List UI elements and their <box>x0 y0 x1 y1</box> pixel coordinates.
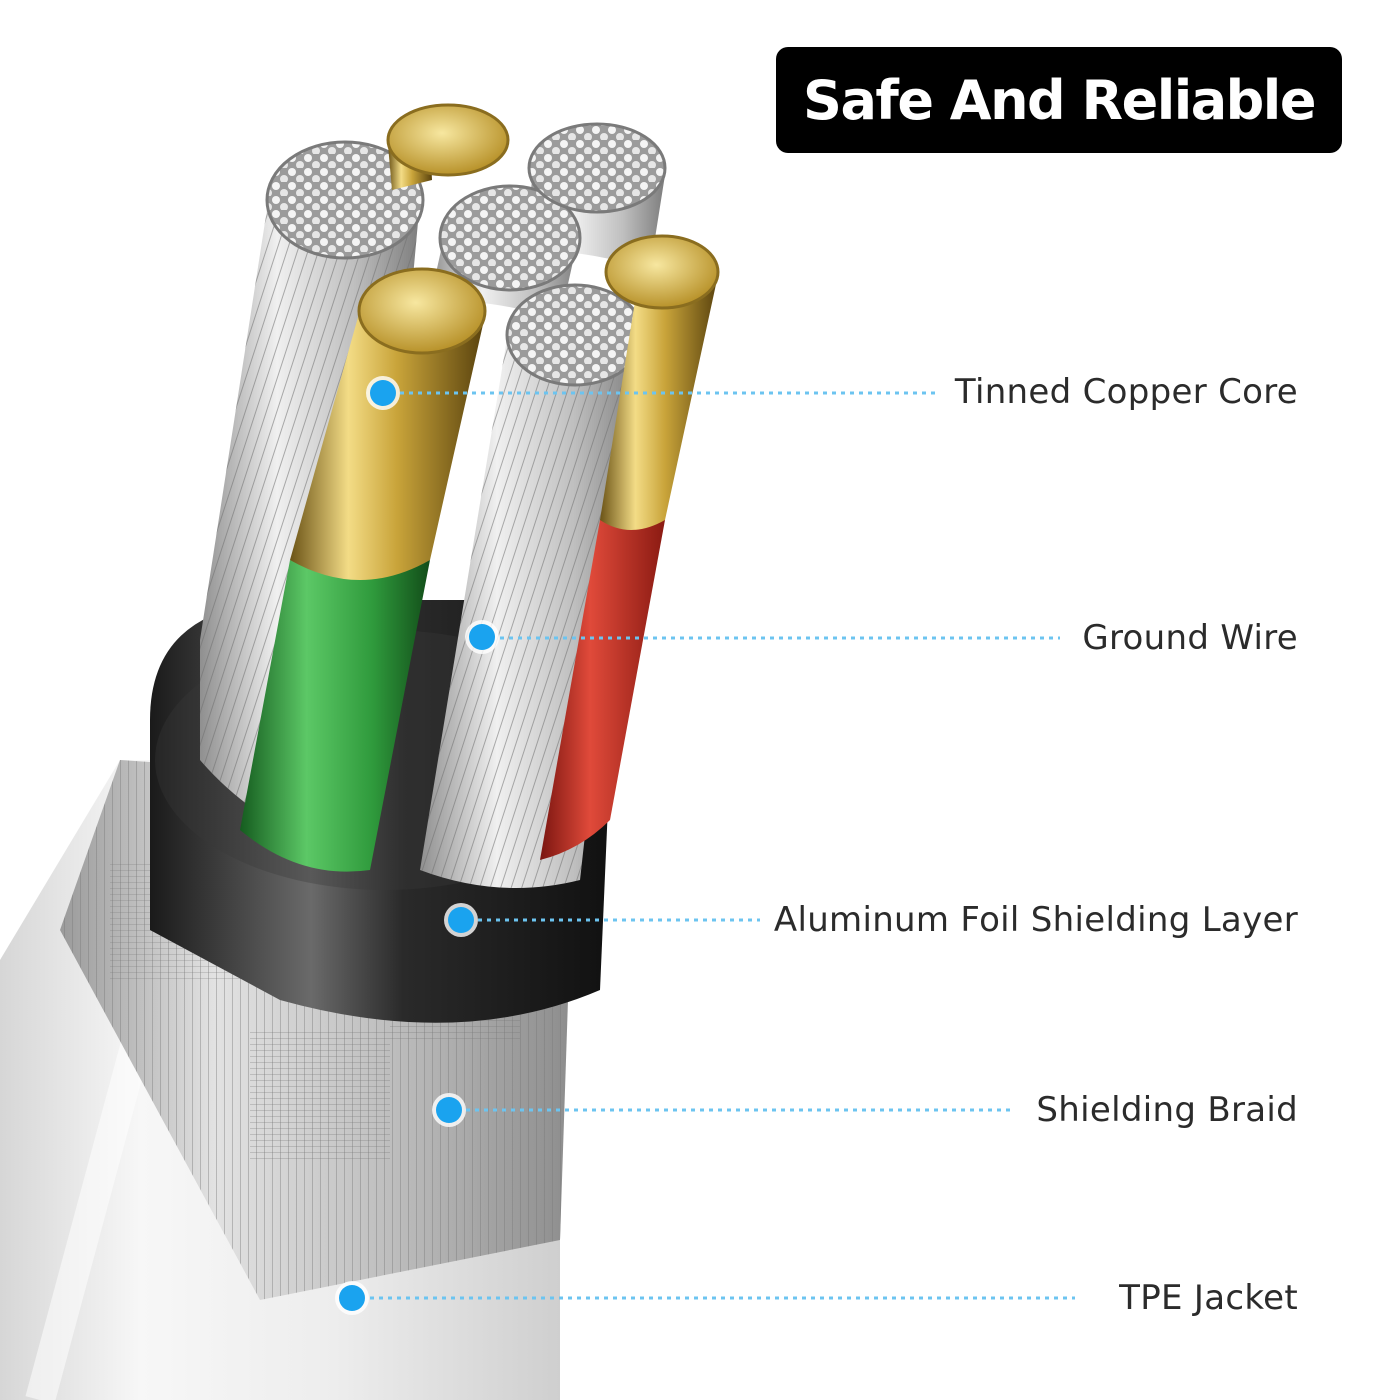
callout-label-tpe-jacket: TPE Jacket <box>1119 1278 1298 1318</box>
dot-marker-icon <box>370 380 396 406</box>
page-title: Safe And Reliable <box>803 69 1315 132</box>
dot-marker-icon <box>448 907 474 933</box>
callout-label-shielding-braid: Shielding Braid <box>1036 1090 1298 1130</box>
callout-label-aluminum-foil: Aluminum Foil Shielding Layer <box>774 900 1298 940</box>
callout-label-ground-wire: Ground Wire <box>1082 618 1298 658</box>
dot-marker-icon <box>436 1097 462 1123</box>
title-badge: Safe And Reliable <box>776 47 1342 153</box>
back-gold-conductor <box>388 105 508 190</box>
dot-marker-icon <box>339 1285 365 1311</box>
callout-label-tinned-copper-core: Tinned Copper Core <box>955 372 1298 412</box>
dot-marker-icon <box>469 624 495 650</box>
